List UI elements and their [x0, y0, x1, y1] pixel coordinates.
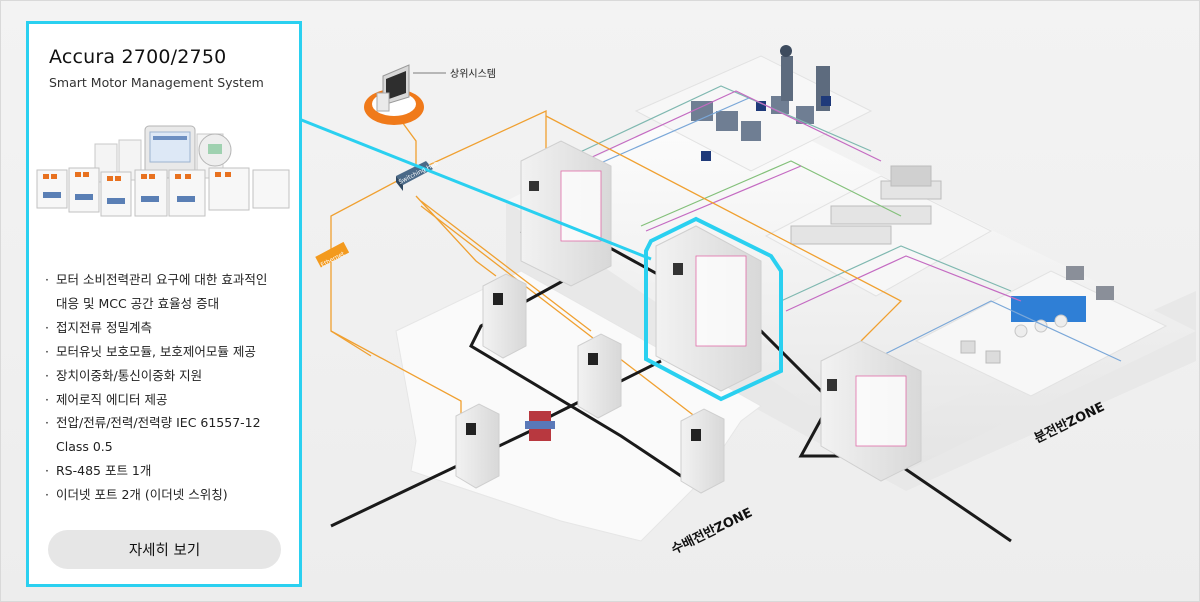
feature-item: 모터유닛 보호모듈, 보호제어모듈 제공	[45, 340, 295, 364]
switching-hub-icon	[396, 161, 433, 191]
feature-item: 장치이중화/통신이중화 지원	[45, 364, 295, 388]
cabinet-distribution	[820, 340, 922, 482]
equipment-zone-3	[960, 266, 1114, 364]
equipment-zone-2	[790, 165, 942, 245]
panel-meters	[466, 293, 701, 441]
upper-system-icon	[364, 64, 424, 125]
detail-button[interactable]: 자세히 보기	[48, 530, 281, 569]
feature-item: 제어로직 에디터 제공	[45, 388, 295, 412]
fieldbus-lines	[560, 85, 1122, 362]
cabinet-highlighted	[644, 216, 783, 402]
product-orange-terminals	[43, 172, 231, 181]
feature-item: 전압/전류/전력/전력량 IEC 61557-12	[45, 411, 295, 435]
ethernet-lines	[330, 109, 903, 422]
product-title: Accura 2700/2750	[49, 46, 227, 68]
feature-item: RS-485 포트 1개	[45, 459, 295, 483]
product-panel: Accura 2700/2750 Smart Motor Management …	[26, 21, 302, 587]
transformer	[525, 411, 555, 441]
feature-list: 모터 소비전력관리 요구에 대한 효과적인 대응 및 MCC 공간 효율성 증대…	[45, 268, 295, 507]
product-subtitle: Smart Motor Management System	[49, 75, 264, 90]
feature-item: 접지전류 정밀계측	[45, 316, 295, 340]
equipment-zone-1	[691, 45, 831, 161]
product-display-unit	[144, 125, 232, 179]
feature-item: 모터 소비전력관리 요구에 대한 효과적인	[45, 268, 295, 292]
product-modules-front	[36, 167, 290, 217]
feature-item: 대응 및 MCC 공간 효율성 증대	[56, 295, 220, 311]
cabinet-main	[520, 140, 612, 287]
main-floor	[506, 201, 1196, 491]
ethernet-tag	[315, 241, 350, 268]
highlight-pointer	[298, 117, 652, 261]
product-labels	[43, 192, 195, 204]
product-image	[36, 125, 290, 217]
upper-system-label: 상위시스템	[450, 67, 496, 80]
highlight-outline	[644, 216, 783, 402]
zone-substation-label: 수배전반ZONE	[669, 505, 755, 558]
factory-zone-3	[914, 270, 1168, 397]
feature-item: 이더넷 포트 2개 (이더넷 스위칭)	[45, 483, 295, 507]
factory-zone-1	[634, 55, 873, 172]
feature-item: Class 0.5	[56, 439, 113, 455]
